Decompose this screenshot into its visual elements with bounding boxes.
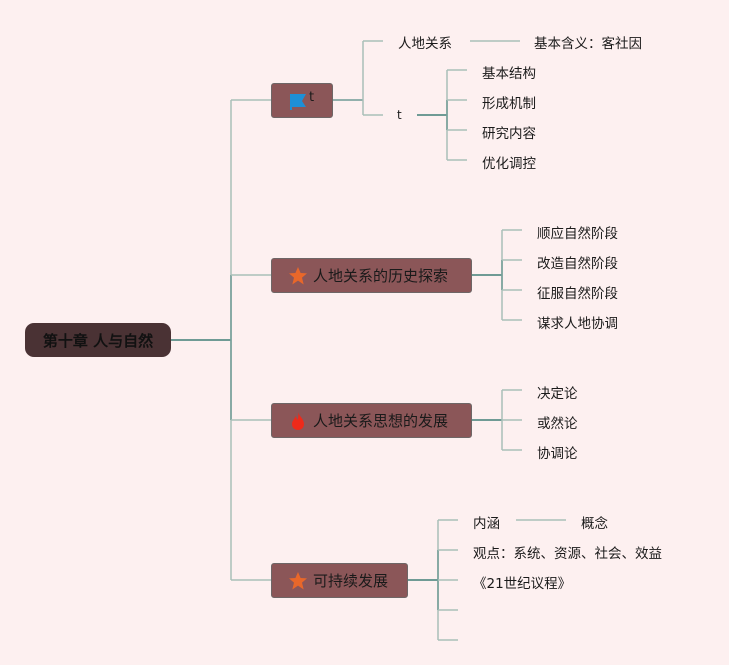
- branch-2-item[interactable]: 改造自然阶段: [537, 256, 618, 272]
- branch-2-item[interactable]: 顺应自然阶段: [537, 226, 618, 242]
- branch-4-item-detail[interactable]: 概念: [581, 516, 608, 532]
- branch-node-1[interactable]: t: [271, 83, 333, 118]
- branch-1-child-2-item[interactable]: 优化调控: [482, 156, 536, 172]
- branch-1-child-2-item[interactable]: 基本结构: [482, 66, 536, 82]
- star-icon: [289, 571, 307, 589]
- branch-1-child-2-item[interactable]: 形成机制: [482, 96, 536, 112]
- branch-label: 可持续发展: [313, 572, 389, 590]
- branch-4-item[interactable]: 内涵: [473, 516, 500, 532]
- fire-icon: [292, 411, 304, 430]
- branch-3-item[interactable]: 决定论: [537, 386, 578, 402]
- branch-1-child-1[interactable]: 人地关系: [398, 36, 452, 52]
- branch-2-item[interactable]: 谋求人地协调: [537, 316, 618, 332]
- branch-node-4[interactable]: 可持续发展: [271, 563, 408, 598]
- root-label: 第十章 人与自然: [42, 331, 154, 350]
- branch-node-2[interactable]: 人地关系的历史探索: [271, 258, 472, 293]
- root-node[interactable]: 第十章 人与自然: [25, 323, 171, 357]
- star-icon: [289, 266, 307, 284]
- branch-1-child-2-item[interactable]: 研究内容: [482, 126, 536, 142]
- branch-node-3[interactable]: 人地关系思想的发展: [271, 403, 472, 438]
- branch-3-item[interactable]: 或然论: [537, 416, 578, 432]
- branch-2-item[interactable]: 征服自然阶段: [537, 286, 618, 302]
- branch-label: 人地关系思想的发展: [313, 412, 449, 430]
- branch-4-item[interactable]: 《21世纪议程》: [473, 576, 572, 592]
- branch-1-child-2[interactable]: t: [397, 108, 402, 122]
- branch-1-child-1-detail[interactable]: 基本含义：客社因: [534, 36, 642, 52]
- flag-icon: [290, 93, 306, 110]
- branch-label: 人地关系的历史探索: [313, 267, 449, 285]
- branch-label: t: [309, 90, 315, 105]
- branch-4-item[interactable]: 观点：系统、资源、社会、效益: [473, 546, 662, 562]
- branch-3-item[interactable]: 协调论: [537, 446, 578, 462]
